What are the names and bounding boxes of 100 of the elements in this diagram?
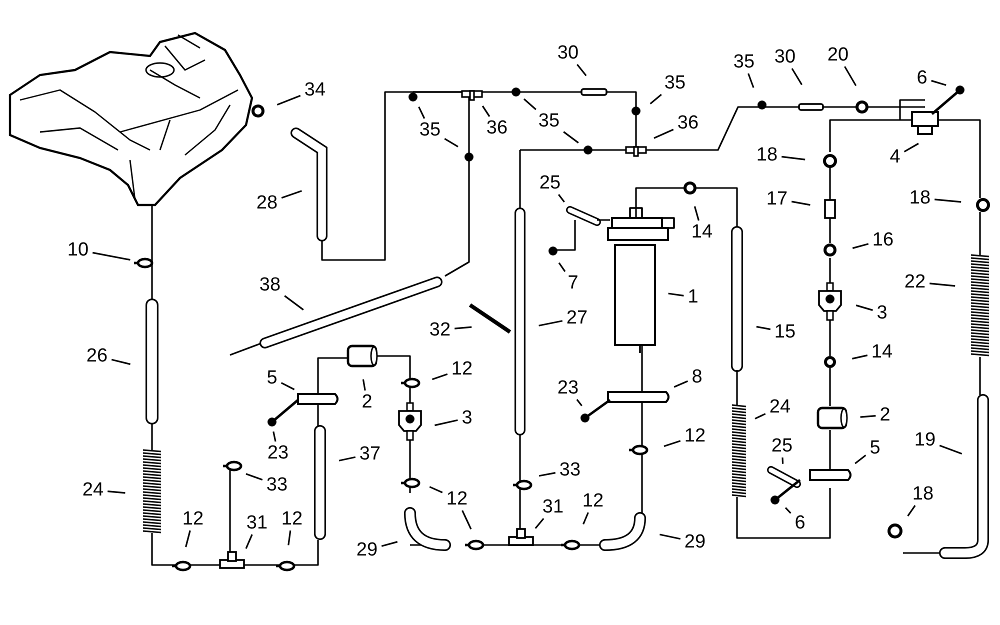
- callout-number: 38: [258, 276, 282, 294]
- leader-line: [782, 156, 806, 160]
- callout-number: 12: [450, 360, 474, 378]
- callout-number: 15: [773, 322, 797, 342]
- callout-number: 23: [266, 444, 290, 462]
- leader-line: [939, 444, 962, 455]
- callout-number: 2: [878, 406, 892, 424]
- callout-number: 30: [556, 44, 580, 62]
- leader-line: [558, 194, 565, 202]
- leader-line: [668, 292, 684, 296]
- callout-number: 17: [765, 190, 789, 208]
- leader-line: [930, 282, 956, 287]
- callout-number: 30: [773, 48, 797, 66]
- leader-line: [854, 454, 866, 464]
- callout-number: 7: [566, 274, 580, 292]
- callout-number: 35: [732, 52, 756, 72]
- leader-line: [856, 304, 873, 311]
- leader-line: [432, 373, 448, 380]
- leader-line: [538, 320, 563, 326]
- leader-line: [754, 413, 766, 420]
- leader-line: [904, 142, 919, 152]
- leader-line: [276, 94, 301, 106]
- leader-line: [784, 507, 792, 514]
- callout-number: 3: [460, 408, 474, 428]
- leader-line: [860, 415, 876, 418]
- leader-line: [674, 380, 688, 388]
- leader-line: [558, 262, 566, 272]
- callout-number: 36: [485, 118, 509, 138]
- callout-number: 36: [676, 114, 700, 132]
- callout-number: 14: [690, 222, 714, 242]
- leader-line: [280, 382, 295, 390]
- callout-number: 10: [66, 240, 90, 260]
- callout-number: 19: [913, 430, 937, 450]
- callout-number: 12: [683, 426, 707, 446]
- leader-line: [650, 94, 662, 104]
- leader-line: [934, 198, 962, 203]
- leader-line: [482, 106, 490, 117]
- callout-number: 6: [916, 68, 928, 88]
- callout-number: 2: [360, 392, 374, 412]
- callout-number: 18: [755, 146, 779, 164]
- leader-line: [791, 200, 810, 206]
- leader-line: [288, 530, 292, 546]
- leader-line: [338, 456, 356, 462]
- leader-line: [582, 512, 589, 524]
- callout-number: 29: [355, 540, 379, 560]
- callout-number: 37: [358, 444, 382, 464]
- leader-line: [844, 66, 857, 86]
- leader-line: [418, 106, 426, 119]
- callout-number: 18: [911, 484, 935, 504]
- leader-line: [462, 510, 472, 530]
- callout-number: 29: [683, 532, 707, 552]
- callout-number: 24: [81, 480, 105, 500]
- callout-number: 18: [908, 188, 932, 208]
- callout-number: 31: [541, 498, 565, 516]
- leader-line: [111, 358, 130, 365]
- leader-line: [563, 131, 579, 144]
- leader-line: [185, 530, 191, 548]
- callout-number: 8: [690, 368, 704, 386]
- callout-number: 31: [245, 514, 269, 532]
- leader-line: [538, 472, 556, 477]
- callout-number: 16: [871, 230, 895, 250]
- leader-line: [434, 419, 458, 426]
- callout-number: 25: [770, 436, 794, 456]
- callout-number: 12: [181, 510, 205, 528]
- callout-number: 6: [794, 514, 806, 532]
- leader-line: [756, 326, 771, 330]
- leader-line: [852, 354, 868, 360]
- leader-line: [362, 379, 366, 391]
- callout-number: 35: [663, 74, 687, 92]
- callout-number: 25: [538, 174, 562, 192]
- callout-number: 22: [903, 272, 927, 292]
- leader-line: [694, 206, 700, 221]
- callout-number: 4: [888, 148, 902, 166]
- leader-line: [454, 326, 472, 330]
- callout-number: 35: [418, 120, 442, 140]
- callout-number: 28: [255, 194, 279, 212]
- leader-line: [576, 399, 582, 406]
- leader-line: [281, 190, 302, 199]
- callout-number: 12: [581, 492, 605, 510]
- callout-number: 5: [868, 438, 882, 458]
- callout-number: 33: [265, 476, 289, 494]
- leader-line: [534, 518, 544, 529]
- leader-line: [660, 534, 681, 540]
- callout-number: 23: [556, 378, 580, 398]
- leader-line: [245, 534, 253, 549]
- callout-number: 12: [445, 490, 469, 508]
- leader-line: [782, 457, 784, 464]
- leader-line: [852, 243, 869, 249]
- leader-line: [92, 252, 130, 261]
- callout-number: 14: [870, 342, 894, 362]
- leader-line: [791, 68, 802, 86]
- callout-number: 34: [303, 80, 327, 100]
- callout-number: 3: [876, 304, 888, 322]
- leader-line: [381, 541, 398, 547]
- leader-line: [654, 128, 674, 139]
- leader-line: [108, 490, 126, 494]
- callout-number: 12: [280, 510, 304, 528]
- leader-line: [664, 440, 681, 448]
- leader-line: [748, 73, 754, 88]
- leader-line: [246, 473, 263, 481]
